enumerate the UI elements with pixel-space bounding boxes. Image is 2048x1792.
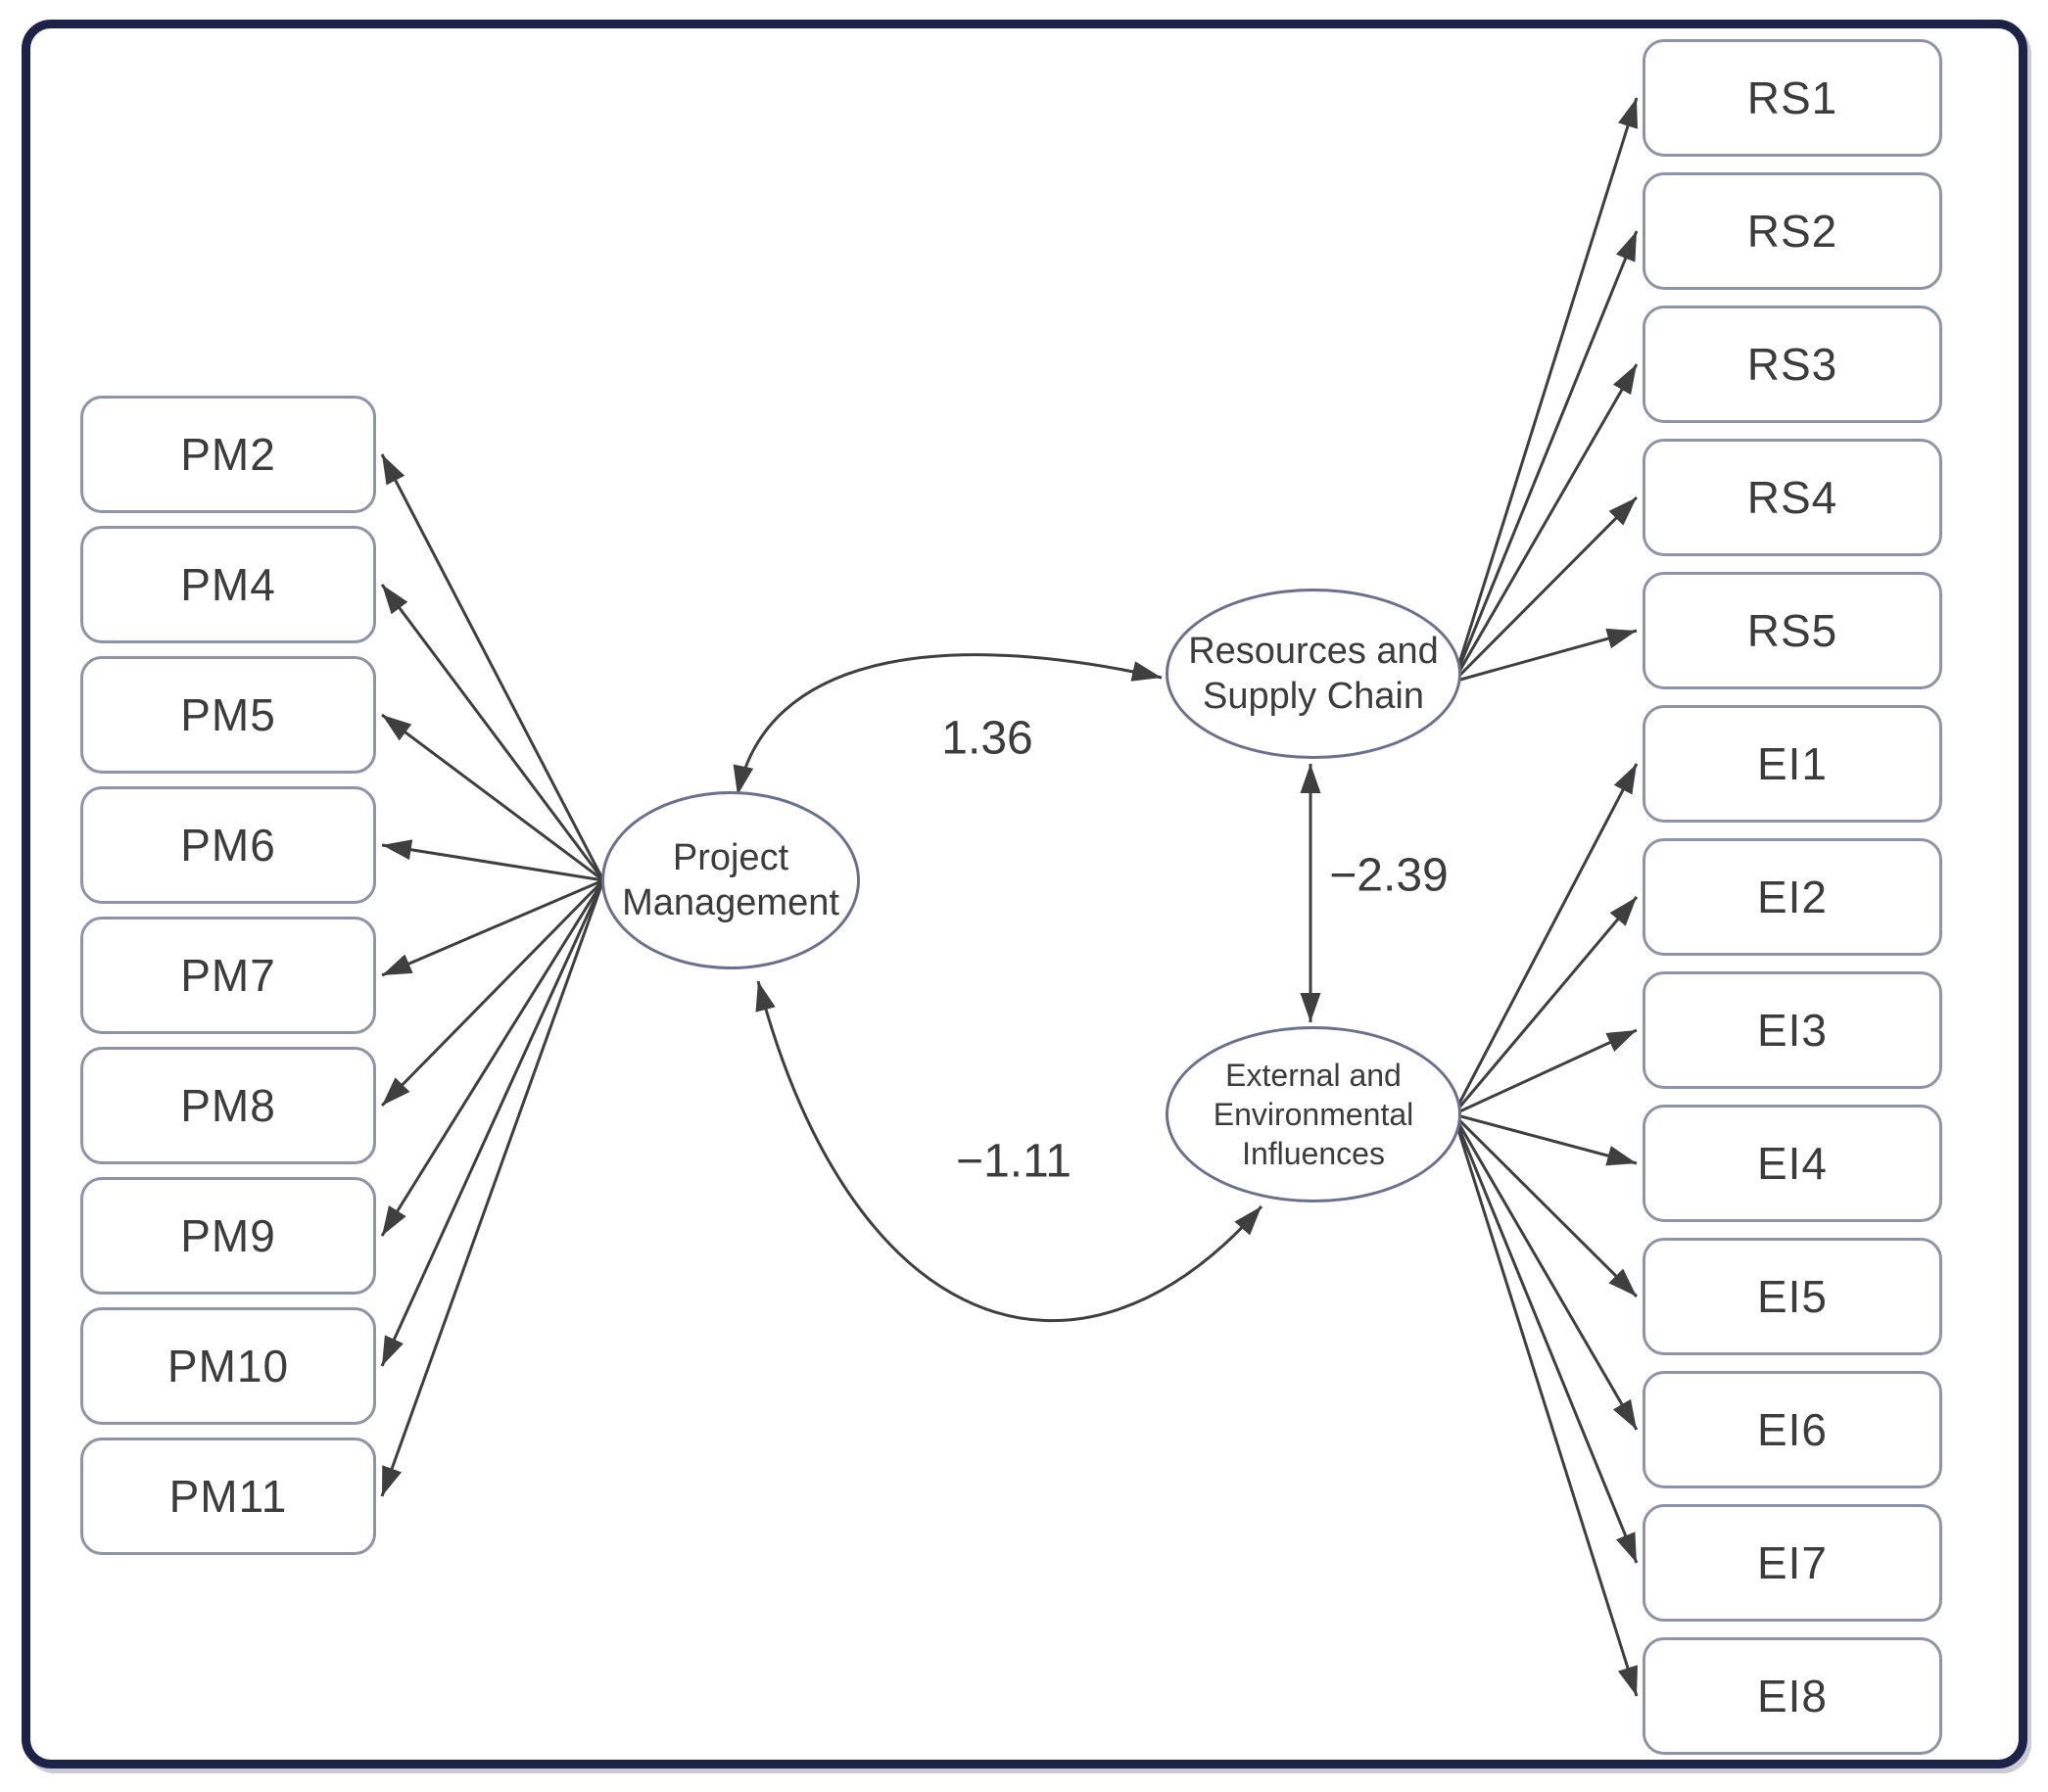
indicator-label-rs3: RS3 xyxy=(1746,339,1838,390)
indicator-label-ei7: EI7 xyxy=(1756,1537,1829,1588)
arrow-pm-to-pm2 xyxy=(380,453,605,881)
indicator-box-pm2: PM2 xyxy=(80,396,376,513)
arrow-pm-to-pm11 xyxy=(380,879,605,1497)
coefficient-rs-ei: −2.39 xyxy=(1329,849,1449,902)
indicator-label-pm4: PM4 xyxy=(180,559,276,610)
indicator-box-pm10: PM10 xyxy=(80,1307,376,1425)
indicator-label-pm5: PM5 xyxy=(180,689,276,740)
arrow-rs-to-rs2 xyxy=(1452,230,1639,683)
indicator-label-rs4: RS4 xyxy=(1746,472,1838,523)
indicator-label-pm9: PM9 xyxy=(180,1210,276,1261)
indicator-label-pm7: PM7 xyxy=(180,950,276,1001)
indicator-box-ei6: EI6 xyxy=(1643,1371,1942,1488)
indicator-box-ei1: EI1 xyxy=(1643,705,1942,823)
arrow-ei-to-ei4 xyxy=(1453,1112,1638,1166)
indicator-label-pm8: PM8 xyxy=(180,1080,276,1131)
path-pm-rs xyxy=(733,653,1163,796)
indicator-label-ei2: EI2 xyxy=(1756,872,1829,922)
arrow-rs-to-rs4 xyxy=(1452,495,1639,684)
latent-label-line: Resources and xyxy=(1188,631,1439,672)
arrow-rs-to-rs1 xyxy=(1452,97,1639,683)
arrow-pm-to-pm8 xyxy=(380,878,605,1108)
arrow-ei-to-ei2 xyxy=(1452,896,1639,1115)
indicator-label-ei4: EI4 xyxy=(1756,1138,1829,1189)
indicator-label-ei3: EI3 xyxy=(1756,1005,1829,1056)
latent-label-line: Management xyxy=(622,882,839,923)
coefficient-pm-ei: −1.11 xyxy=(956,1135,1072,1188)
indicator-label-pm11: PM11 xyxy=(168,1471,288,1522)
indicator-box-pm6: PM6 xyxy=(80,786,376,904)
arrow-pm-to-pm7 xyxy=(381,878,604,977)
indicator-label-ei5: EI5 xyxy=(1756,1271,1829,1322)
indicator-label-pm2: PM2 xyxy=(180,429,276,480)
indicator-box-rs1: RS1 xyxy=(1643,39,1942,157)
latent-label-line: Environmental xyxy=(1213,1097,1414,1132)
arrow-ei-to-ei3 xyxy=(1453,1028,1638,1116)
indicator-label-ei1: EI1 xyxy=(1756,738,1829,789)
indicator-box-rs5: RS5 xyxy=(1643,572,1942,689)
indicator-label-rs5: RS5 xyxy=(1746,605,1838,656)
indicator-box-ei7: EI7 xyxy=(1643,1504,1942,1622)
indicator-box-ei8: EI8 xyxy=(1643,1637,1942,1755)
indicator-box-pm5: PM5 xyxy=(80,656,376,774)
latent-project-management: Project Management xyxy=(601,791,860,969)
indicator-label-ei6: EI6 xyxy=(1756,1404,1829,1455)
latent-external-environmental: External and Environmental Influences xyxy=(1166,1026,1461,1203)
indicator-box-ei4: EI4 xyxy=(1643,1105,1942,1222)
arrow-pm-to-pm10 xyxy=(380,879,605,1367)
indicator-label-ei8: EI8 xyxy=(1756,1671,1829,1721)
arrow-ei-to-ei5 xyxy=(1452,1112,1639,1298)
indicator-label-rs2: RS2 xyxy=(1746,206,1838,257)
arrow-pm-to-pm6 xyxy=(381,839,604,882)
indicator-box-pm8: PM8 xyxy=(80,1047,376,1164)
indicator-box-pm11: PM11 xyxy=(80,1438,376,1555)
indicator-box-rs3: RS3 xyxy=(1643,306,1942,423)
indicator-box-rs4: RS4 xyxy=(1643,439,1942,556)
indicator-box-pm4: PM4 xyxy=(80,526,376,643)
arrow-ei-to-ei1 xyxy=(1452,763,1639,1115)
arrow-ei-to-ei6 xyxy=(1452,1113,1639,1431)
indicator-box-ei5: EI5 xyxy=(1643,1238,1942,1355)
indicator-label-rs1: RS1 xyxy=(1746,72,1838,123)
arrow-pm-to-pm9 xyxy=(380,879,605,1237)
arrow-ei-to-ei8 xyxy=(1452,1113,1639,1697)
latent-resources-supply-chain: Resources and Supply Chain xyxy=(1166,589,1461,759)
latent-label-line: Supply Chain xyxy=(1202,676,1425,717)
latent-label-line: External and xyxy=(1225,1058,1402,1093)
latent-label-line: Project xyxy=(672,837,789,878)
path-pm-ei xyxy=(755,980,1263,1323)
coefficient-pm-rs: 1.36 xyxy=(941,712,1033,765)
indicator-label-pm10: PM10 xyxy=(167,1341,290,1391)
arrow-pm-to-pm5 xyxy=(381,713,604,882)
indicator-box-ei3: EI3 xyxy=(1643,971,1942,1089)
indicator-box-ei2: EI2 xyxy=(1643,838,1942,956)
indicator-box-pm7: PM7 xyxy=(80,917,376,1034)
arrow-rs-to-rs5 xyxy=(1453,628,1638,684)
diagram-frame xyxy=(22,20,2027,1768)
indicator-label-pm6: PM6 xyxy=(180,820,276,871)
indicator-box-rs2: RS2 xyxy=(1643,172,1942,290)
arrow-rs-to-rs3 xyxy=(1452,363,1639,683)
latent-label-line: Influences xyxy=(1242,1136,1385,1171)
arrow-pm-to-pm4 xyxy=(380,584,605,881)
indicator-box-pm9: PM9 xyxy=(80,1177,376,1295)
arrow-ei-to-ei7 xyxy=(1452,1113,1639,1564)
